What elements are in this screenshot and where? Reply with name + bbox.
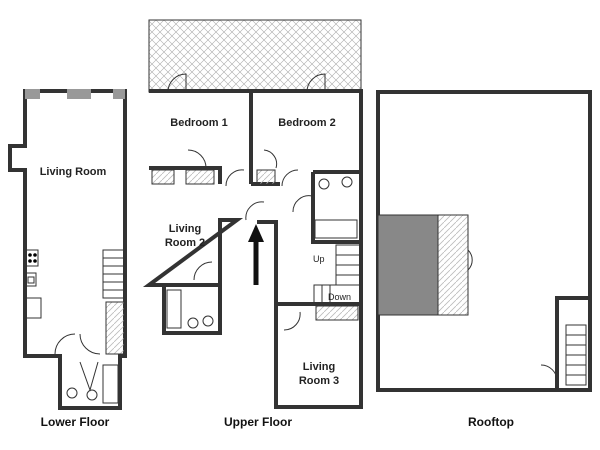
- toilet-icon: [318, 178, 330, 190]
- closet: [315, 305, 359, 321]
- floor-caption-upper: Upper Floor: [224, 415, 292, 429]
- rooftop-plan: Rooftop: [376, 90, 592, 429]
- toilet-icon: [202, 315, 214, 327]
- closet: [105, 301, 125, 355]
- closet: [185, 169, 215, 185]
- upper-floor-plan: Up Down Bedroom 1 Bedroom 2 Living Room …: [142, 19, 363, 429]
- room-label-living-room: Living Room: [40, 166, 107, 178]
- staircase: [540, 296, 588, 390]
- room-label-bedroom-1: Bedroom 1: [170, 117, 227, 129]
- roof-structure: [377, 214, 439, 316]
- bathtub: [166, 289, 182, 329]
- window-pillar: [25, 89, 40, 99]
- toilet-icon: [66, 387, 78, 399]
- sink-icon: [187, 317, 199, 329]
- entrance-arrow-head: [248, 224, 264, 242]
- room-label-living-room-3-line1: Living: [303, 361, 335, 373]
- floor-caption-rooftop: Rooftop: [468, 415, 514, 429]
- room-label-living-room-3-line2: Room 3: [299, 375, 339, 387]
- stairs-down-label: Down: [328, 292, 351, 302]
- staircase: [102, 249, 126, 299]
- closet: [151, 169, 175, 185]
- room-label-living-room-2-line1: Living: [169, 223, 201, 235]
- bathtub: [102, 364, 119, 404]
- staircase: [313, 244, 361, 305]
- room-label-living-room-2-line2: Room 2: [165, 237, 205, 249]
- floor-caption-lower: Lower Floor: [41, 415, 110, 429]
- bathtub: [314, 219, 358, 239]
- sink-icon: [341, 176, 353, 188]
- lower-floor-plan: Living Room Lower Floor: [8, 89, 127, 429]
- window-pillar: [67, 89, 91, 99]
- window-pillar: [113, 89, 125, 99]
- sink-icon: [25, 272, 37, 287]
- stove-icon: [25, 249, 39, 267]
- sink-icon: [86, 389, 98, 401]
- terrace: [148, 19, 362, 93]
- stairs-up-label: Up: [313, 254, 325, 264]
- roof-hatch: [437, 214, 469, 316]
- room-label-bedroom-2: Bedroom 2: [278, 117, 335, 129]
- closet: [256, 169, 276, 185]
